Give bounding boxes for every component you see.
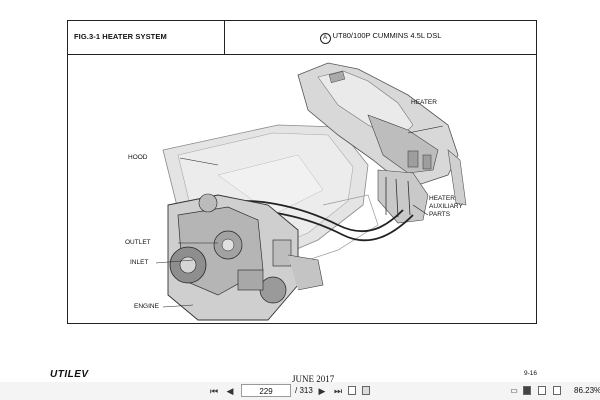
- single-page-icon[interactable]: [523, 386, 531, 395]
- page-view-icon[interactable]: [348, 386, 356, 395]
- engine-illustration: [167, 193, 324, 321]
- next-page-icon[interactable]: ▶: [318, 386, 326, 396]
- callout-heater: HEATER: [411, 99, 437, 106]
- continuous-page-icon[interactable]: [538, 386, 546, 395]
- utilev-logo: UTILEV: [50, 369, 89, 380]
- two-page-icon[interactable]: [553, 386, 561, 395]
- callout-leader-lines: [155, 125, 444, 308]
- callout-heater-aux-line2: AUXILIARY: [429, 203, 463, 210]
- pdf-viewer-toolbar: ⏮ ◀ 229 / 313 ▶ ⏭ ▭ 86.23%: [0, 382, 600, 400]
- zoom-out-icon[interactable]: ▭: [510, 386, 518, 395]
- callout-inlet: INLET: [130, 259, 149, 266]
- first-page-icon[interactable]: ⏮: [209, 386, 219, 396]
- callout-heater-aux-line1: HEATER: [429, 195, 455, 202]
- page-number-input[interactable]: 229: [241, 384, 291, 397]
- zoom-level[interactable]: 86.23%: [574, 386, 600, 395]
- current-page-value: 229: [259, 387, 273, 396]
- callout-engine: ENGINE: [134, 303, 159, 310]
- last-page-icon[interactable]: ⏭: [333, 386, 343, 396]
- total-pages: / 313: [295, 386, 313, 395]
- fit-page-icon[interactable]: [362, 386, 370, 395]
- callout-hood: HOOD: [128, 154, 148, 161]
- model-name: UT80/100P CUMMINS 4.5L DSL: [332, 31, 442, 40]
- figure-title: FIG.3-1 HEATER SYSTEM: [74, 32, 167, 41]
- model-symbol: A: [319, 33, 331, 44]
- previous-page-icon[interactable]: ◀: [226, 386, 234, 396]
- heater-system-illustration: [155, 62, 467, 321]
- callout-outlet: OUTLET: [125, 239, 151, 246]
- footer-date: JUNE 2017: [292, 374, 335, 384]
- footer-page-number: 9-16: [524, 370, 538, 377]
- heater-auxiliary-parts-illustration: [377, 169, 429, 224]
- callout-heater-aux-line3: PARTS: [429, 211, 451, 218]
- figure-title-cell: FIG.3-1 HEATER SYSTEM: [68, 21, 225, 54]
- heater-unit-illustration: [297, 62, 467, 206]
